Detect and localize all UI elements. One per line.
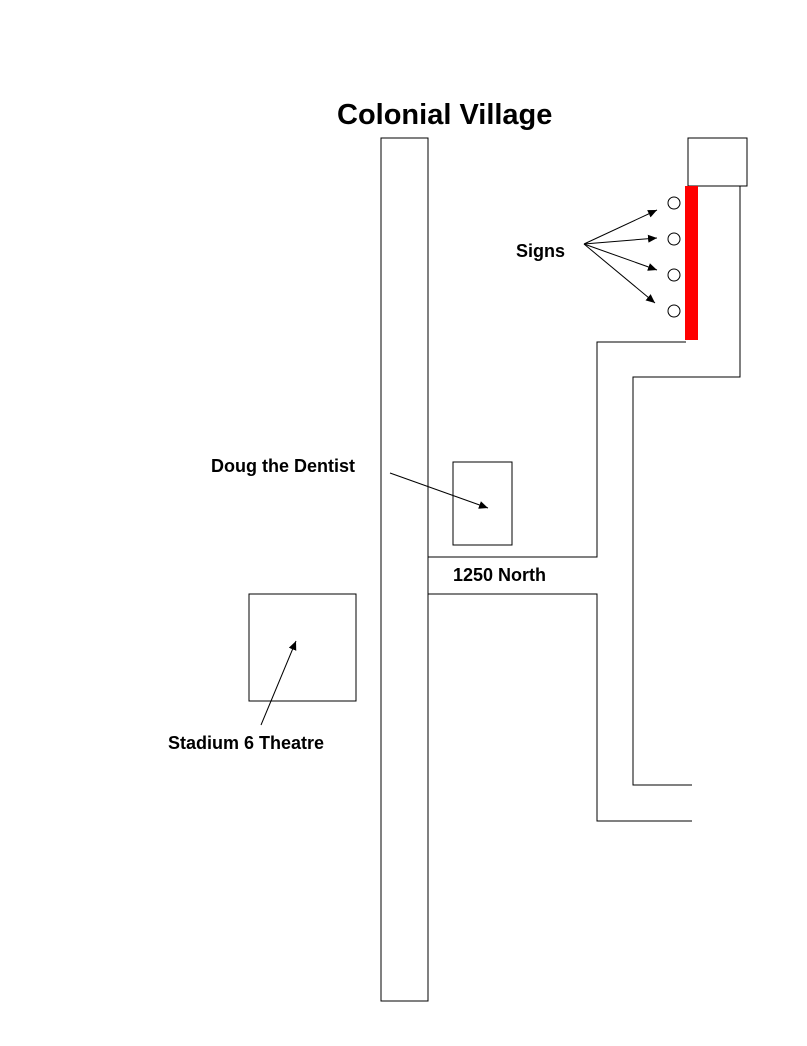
theatre-building: [248, 593, 357, 702]
sign-marker: [667, 304, 681, 318]
road-1250-north-upper-edge: [428, 341, 686, 558]
signs-arrow: [583, 234, 658, 245]
signs-arrow: [583, 243, 658, 271]
sign-frontage-highlight: [685, 186, 698, 340]
street-label-1250-north: 1250 North: [453, 565, 547, 585]
theatre-arrow: [260, 640, 297, 726]
east-road-outer-edge: [632, 186, 741, 786]
sign-marker: [667, 232, 681, 246]
map-title: Colonial Village: [337, 99, 553, 131]
road-1250-north-lower-edge: [428, 593, 692, 822]
signs-arrow: [583, 209, 658, 245]
signs-label: Signs: [516, 241, 566, 261]
signs-arrow: [583, 243, 656, 304]
corner-building: [687, 137, 748, 187]
dentist-building: [452, 461, 513, 546]
dentist-arrow: [389, 472, 489, 509]
sign-marker: [667, 196, 681, 210]
sign-marker: [667, 268, 681, 282]
dentist-label: Doug the Dentist: [211, 456, 355, 476]
main-road: [380, 137, 429, 1002]
theatre-label: Stadium 6 Theatre: [168, 733, 325, 753]
